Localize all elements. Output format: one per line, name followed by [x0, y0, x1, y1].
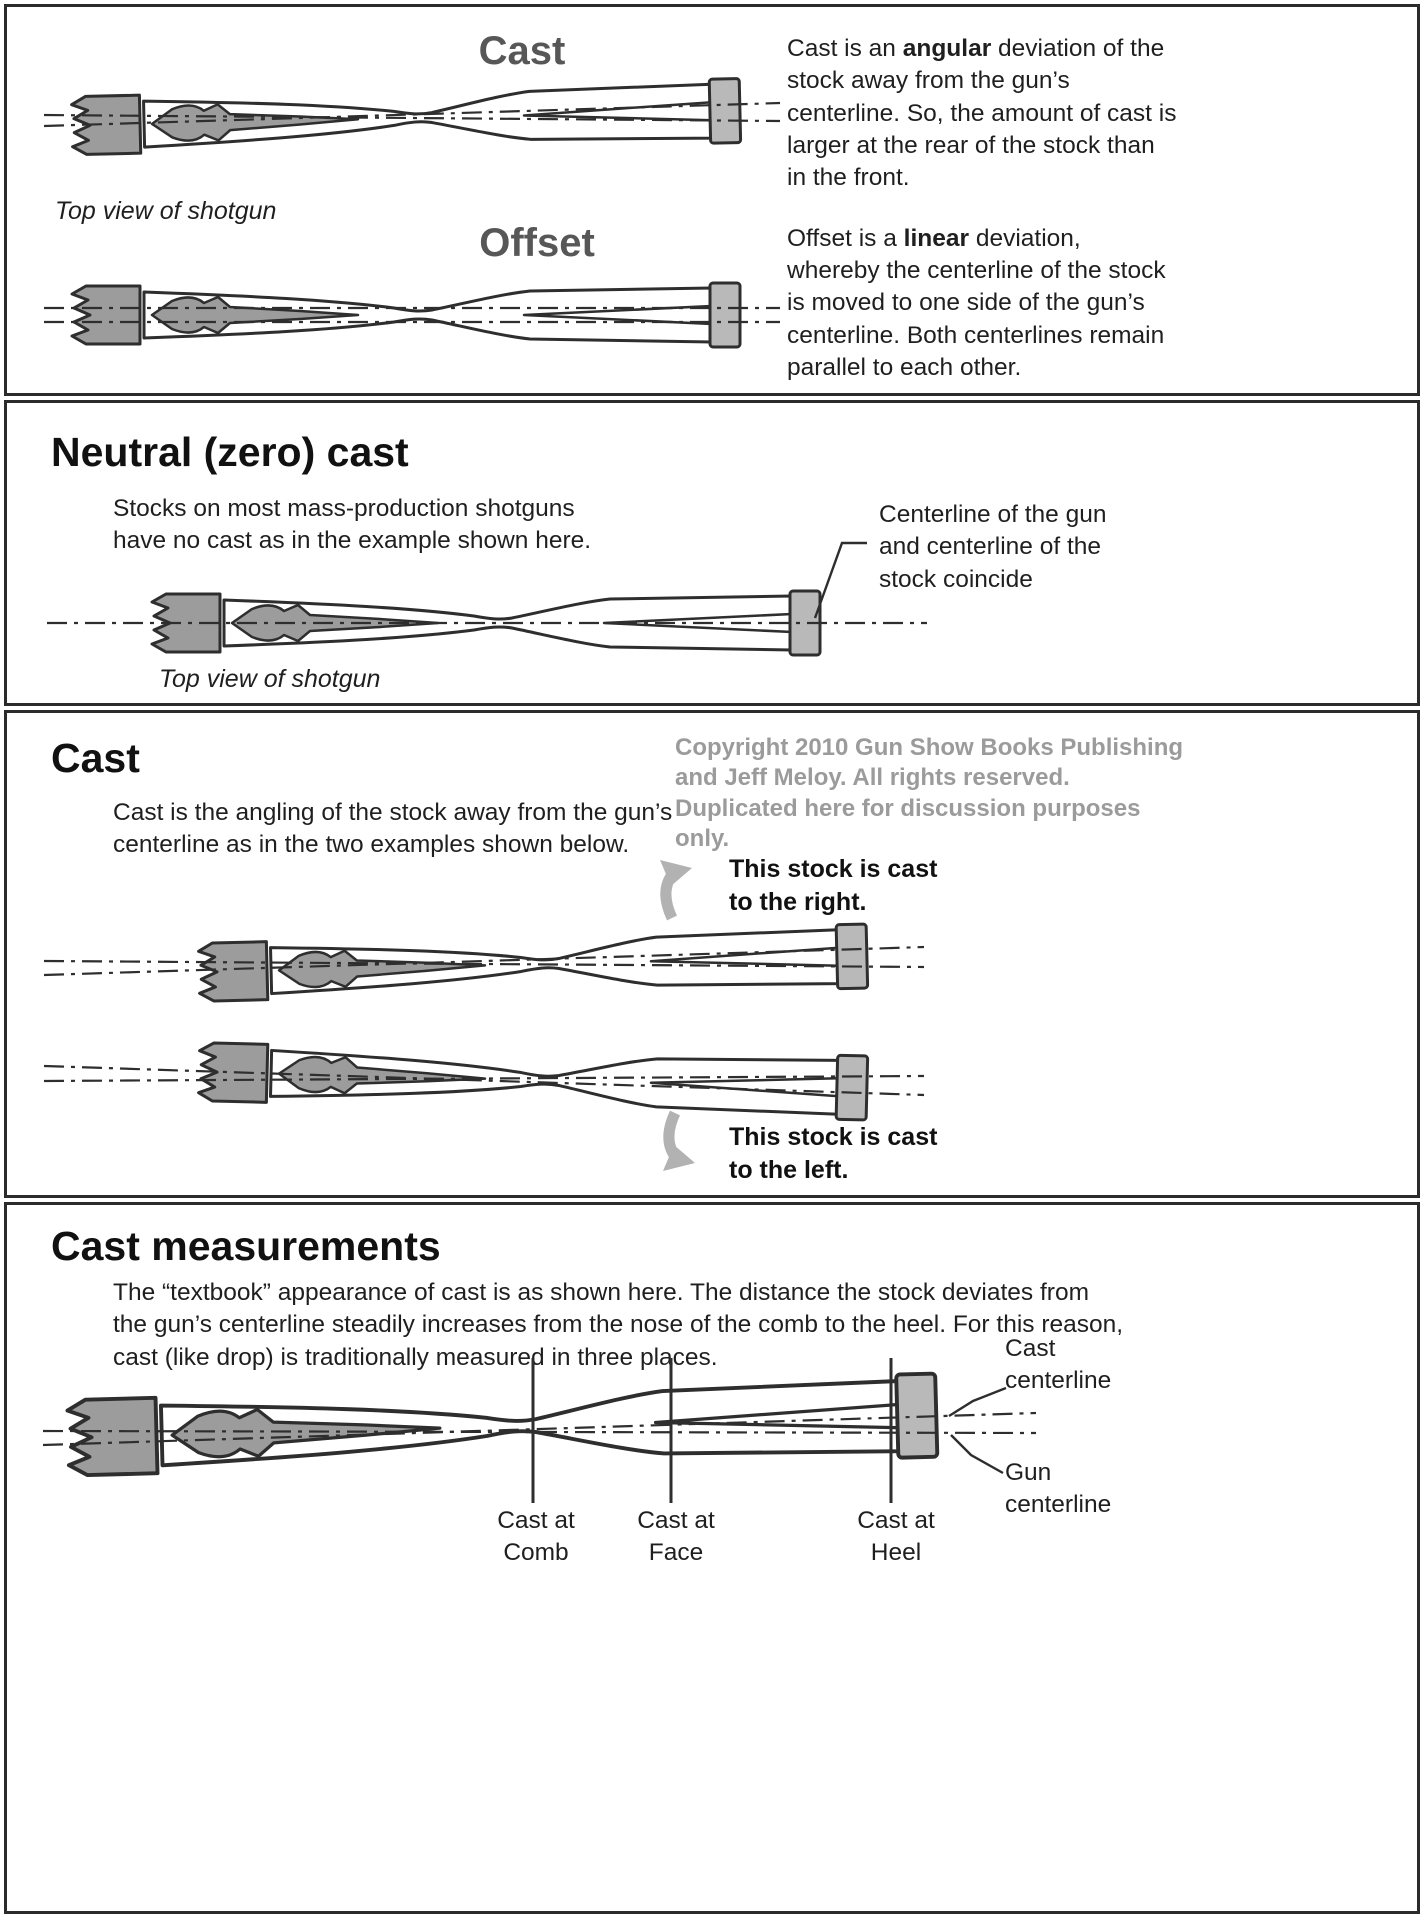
cast-description-pre: Cast is an	[787, 35, 903, 62]
shotgun-drawing	[196, 1038, 870, 1122]
offset-description-post: deviation, whereby the centerline of the…	[787, 224, 1166, 381]
measurements-body: The “textbook” appearance of cast is as …	[113, 1279, 1124, 1371]
shotgun-drawing	[70, 281, 742, 349]
cast-left-diagram	[43, 1038, 925, 1122]
cast-left-arrow-icon	[663, 1110, 695, 1171]
copyright-line: and Jeff Meloy. All rights reserved.	[675, 764, 1070, 792]
neutral-cast-heading: Neutral (zero) cast	[51, 429, 409, 475]
copyright-line: Duplicated here for discussion purposes …	[675, 794, 1141, 853]
offset-description-bold: linear	[903, 224, 970, 252]
panel-cast-measurements: Cast measurements The “textbook” appeara…	[4, 1202, 1420, 1914]
cast-description-post: deviation of the stock away from the gun…	[787, 35, 1177, 192]
measurements-heading: Cast measurements	[51, 1223, 441, 1269]
stock-centerline	[43, 945, 925, 977]
gun-centerline	[43, 113, 781, 123]
panel-cast-offset: Cast Top view of shotgun Offset Cast is …	[4, 4, 1420, 396]
shotgun-drawing	[65, 1371, 940, 1482]
copyright-line: Copyright 2010 Gun Show Books Publishing	[675, 734, 1184, 761]
gun-centerline-pointer	[950, 1434, 1004, 1475]
shotgun-drawing	[69, 77, 743, 160]
copyright-notice: Copyright 2010 Gun Show Books Publishing…	[675, 733, 1185, 855]
cast-right-arrow-icon	[660, 860, 692, 921]
offset-diagram	[44, 281, 780, 349]
cast-at-face-label: Cast at Face	[637, 1507, 715, 1567]
cast-centerline	[42, 1411, 1037, 1447]
panel-cast-examples: Cast Copyright 2010 Gun Show Books Publi…	[4, 710, 1420, 1198]
cast-centerline-pointer	[948, 1386, 1007, 1418]
top-view-caption: Top view of shotgun	[159, 665, 381, 693]
neutral-cast-body: Stocks on most mass-production shotguns …	[113, 495, 592, 555]
stock-centerline	[43, 1064, 925, 1097]
cast-heading: Cast	[51, 735, 140, 781]
shotgun-drawing	[196, 922, 870, 1006]
cast-at-comb-label: Cast at Comb	[497, 1507, 575, 1567]
cast-right-label: This stock is cast to the right.	[729, 855, 938, 916]
gun-centerline	[43, 959, 925, 969]
annotation-pointer-line	[813, 541, 867, 619]
gun-centerline	[43, 1074, 925, 1083]
top-view-caption: Top view of shotgun	[55, 197, 277, 225]
cast-left-label: This stock is cast to the left.	[729, 1123, 938, 1184]
offset-description: Offset is a linear deviation, whereby th…	[787, 223, 1177, 385]
centerline-annotation: Centerline of the gun and centerline of …	[879, 501, 1107, 593]
cast-right-diagram	[43, 922, 925, 1006]
offset-figure-title: Offset	[479, 221, 595, 265]
panel-neutral-cast: Neutral (zero) cast Stocks on most mass-…	[4, 400, 1420, 706]
gun-centerline	[42, 1429, 1037, 1435]
cast-figure-title: Cast	[478, 29, 566, 73]
cast-body: Cast is the angling of the stock away fr…	[113, 799, 673, 859]
neutral-cast-diagram	[47, 541, 927, 657]
stock-centerline	[43, 101, 781, 128]
gun-centerline-label: Gun centerline	[1005, 1459, 1112, 1519]
cast-diagram	[43, 77, 781, 160]
offset-description-pre: Offset is a	[787, 224, 904, 252]
cast-offset-text-column: Cast is an angular deviation of the stoc…	[787, 33, 1177, 384]
cast-centerline-label: Cast centerline	[1005, 1335, 1112, 1395]
cast-measurements-diagram	[42, 1358, 1037, 1503]
cast-description-bold: angular	[902, 35, 992, 62]
cast-description: Cast is an angular deviation of the stoc…	[787, 33, 1177, 195]
cast-at-heel-label: Cast at Heel	[857, 1507, 935, 1567]
